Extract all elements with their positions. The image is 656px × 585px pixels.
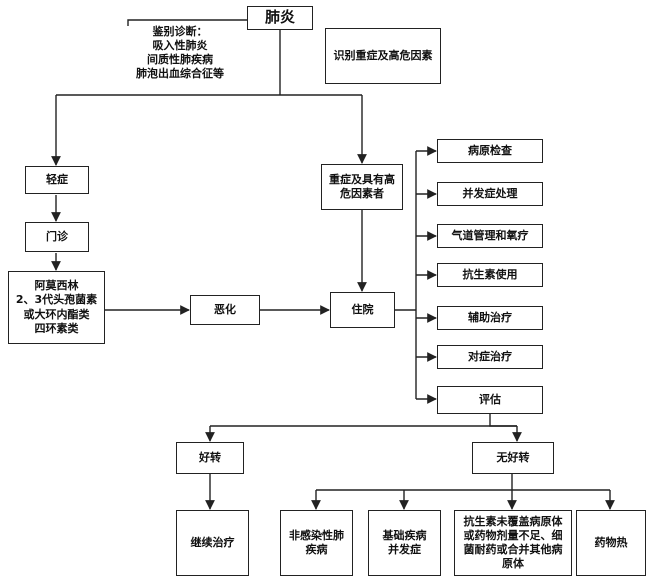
line-to-differential xyxy=(127,19,280,26)
node-coverage: 抗生素未覆盖病原体 或药物剂量不足、细 菌耐药或合并其他病 原体 xyxy=(454,510,572,576)
node-underlying: 基础疾病 并发症 xyxy=(368,510,441,576)
node-improve: 好转 xyxy=(176,442,244,474)
node-noninfectious: 非感染性肺 疾病 xyxy=(280,510,353,576)
node-pneumonia: 肺炎 xyxy=(247,6,313,30)
node-identify-risk: 识别重症及高危因素 xyxy=(325,28,441,84)
node-evaluate: 评估 xyxy=(437,386,543,414)
node-worsen: 恶化 xyxy=(190,295,260,325)
node-complication: 并发症处理 xyxy=(437,182,543,206)
node-continue: 继续治疗 xyxy=(176,510,249,576)
node-antibiotic-use: 抗生素使用 xyxy=(437,263,543,287)
node-differential: 鉴别诊断： 吸入性肺炎 间质性肺疾病 肺泡出血综合征等 xyxy=(136,24,224,81)
node-hospital: 住院 xyxy=(330,292,395,328)
node-mild: 轻症 xyxy=(25,166,89,194)
node-no-improve: 无好转 xyxy=(472,442,554,474)
node-drug-fever: 药物热 xyxy=(576,510,646,576)
node-symptomatic: 对症治疗 xyxy=(437,345,543,369)
node-severe: 重症及具有高 危因素者 xyxy=(321,164,403,210)
node-airway: 气道管理和氧疗 xyxy=(437,224,543,248)
node-antibiotics: 阿莫西林 2、3代头孢菌素 或大环内酯类 四环素类 xyxy=(8,271,105,344)
node-adjuvant: 辅助治疗 xyxy=(437,306,543,330)
node-outpatient: 门诊 xyxy=(25,222,89,252)
node-pathogen: 病原检查 xyxy=(437,139,543,163)
line-evaluate-down xyxy=(489,414,517,427)
